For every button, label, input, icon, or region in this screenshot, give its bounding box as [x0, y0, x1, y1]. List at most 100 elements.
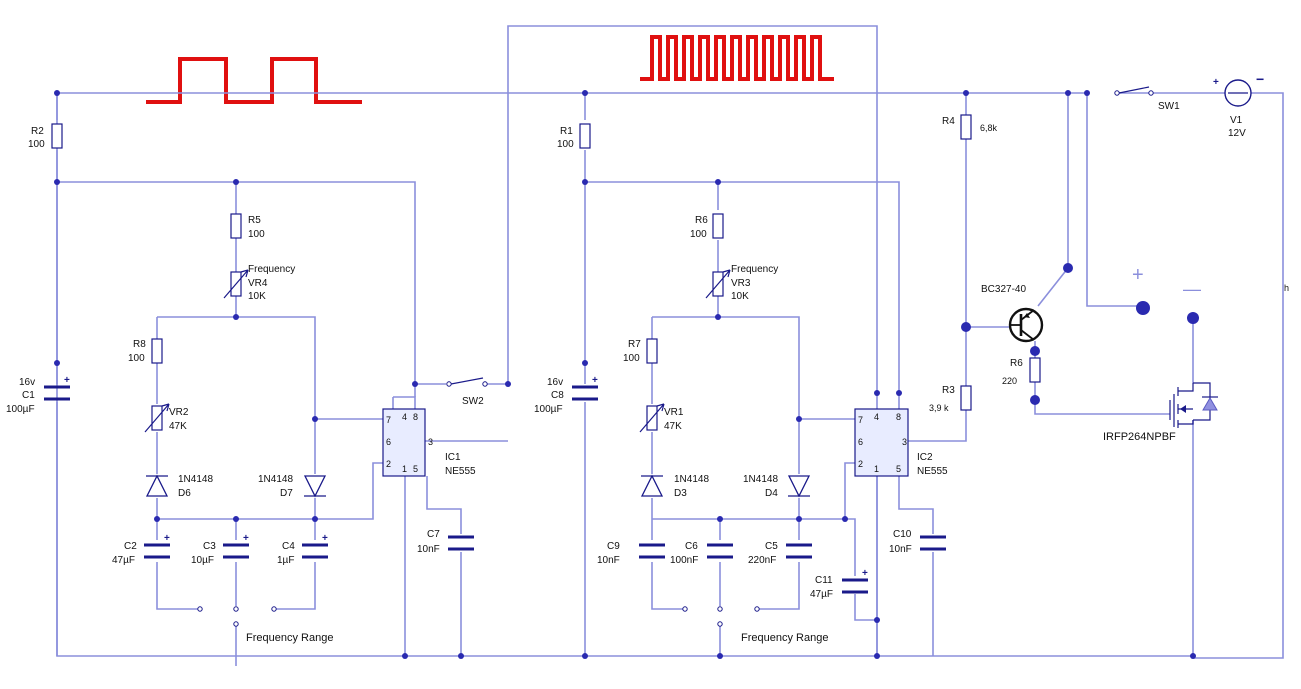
- diode-d4: 1N4148 D4: [743, 474, 811, 499]
- svg-text:+: +: [322, 533, 328, 544]
- svg-text:3,9 k: 3,9 k: [929, 403, 949, 413]
- svg-text:100µF: 100µF: [6, 404, 35, 415]
- junction-dots: [54, 90, 1199, 659]
- svg-text:100µF: 100µF: [534, 404, 563, 415]
- svg-text:IRFP264NPBF: IRFP264NPBF: [1103, 431, 1176, 443]
- svg-text:IC2: IC2: [917, 452, 933, 463]
- svg-text:3: 3: [902, 437, 907, 447]
- capacitor-c9: C9 10nF: [597, 541, 665, 566]
- svg-text:+: +: [64, 375, 70, 386]
- svg-text:220nF: 220nF: [748, 555, 776, 566]
- capacitor-c1: + 16v C1 100µF: [6, 375, 70, 415]
- svg-text:8: 8: [896, 412, 901, 422]
- svg-text:10µF: 10µF: [191, 555, 214, 566]
- resistor-r6-driver: R6 220: [1002, 357, 1041, 386]
- wiring: [56, 25, 1284, 666]
- svg-text:1: 1: [402, 464, 407, 474]
- svg-text:100: 100: [623, 353, 640, 364]
- svg-text:V1: V1: [1230, 115, 1243, 126]
- minus-terminal-mark: —: [1183, 279, 1201, 299]
- svg-text:+: +: [164, 533, 170, 544]
- potentiometer-vr3: Frequency VR3 10K: [705, 264, 778, 302]
- svg-text:220: 220: [1002, 376, 1017, 386]
- potentiometer-vr1: VR1 47K: [639, 403, 684, 433]
- svg-text:NE555: NE555: [917, 466, 948, 477]
- svg-text:100: 100: [128, 353, 145, 364]
- range-switch-2: Frequency Range: [682, 606, 828, 644]
- resistor-r4: R4 6,8k: [942, 114, 998, 140]
- svg-text:100: 100: [690, 229, 707, 240]
- svg-text:R6: R6: [695, 215, 708, 226]
- svg-text:VR1: VR1: [664, 407, 684, 418]
- plus-terminal-mark: +: [1132, 264, 1144, 286]
- svg-text:R2: R2: [31, 126, 44, 137]
- svg-text:C10: C10: [893, 529, 912, 540]
- svg-text:Frequency Range: Frequency Range: [246, 632, 333, 644]
- svg-text:10nF: 10nF: [889, 544, 912, 555]
- svg-text:12V: 12V: [1228, 128, 1246, 139]
- edge-mark: h: [1284, 283, 1289, 293]
- svg-text:4: 4: [874, 412, 879, 422]
- svg-text:C5: C5: [765, 541, 778, 552]
- svg-text:Frequency Range: Frequency Range: [741, 632, 828, 644]
- svg-text:+: +: [862, 568, 868, 579]
- svg-text:1: 1: [874, 464, 879, 474]
- svg-text:SW2: SW2: [462, 396, 484, 407]
- resistor-r8: R8 100: [128, 338, 163, 364]
- diode-d7: 1N4148 D7: [258, 474, 327, 499]
- svg-text:1N4148: 1N4148: [258, 474, 293, 485]
- svg-text:10nF: 10nF: [597, 555, 620, 566]
- svg-text:C7: C7: [427, 529, 440, 540]
- svg-text:D3: D3: [674, 488, 687, 499]
- svg-text:C4: C4: [282, 541, 295, 552]
- svg-text:C9: C9: [607, 541, 620, 552]
- range-switch-1: Frequency Range: [197, 606, 333, 644]
- svg-text:+: +: [1213, 77, 1219, 88]
- svg-text:Frequency: Frequency: [731, 264, 778, 275]
- svg-text:1N4148: 1N4148: [178, 474, 213, 485]
- diode-d6: 1N4148 D6: [145, 474, 213, 499]
- svg-text:2: 2: [858, 459, 863, 469]
- svg-text:C1: C1: [22, 390, 35, 401]
- resistor-r7: R7 100: [623, 338, 658, 364]
- svg-text:10K: 10K: [731, 291, 749, 302]
- capacitor-c11: + C11 47µF: [810, 568, 868, 600]
- svg-text:1N4148: 1N4148: [674, 474, 709, 485]
- svg-text:C3: C3: [203, 541, 216, 552]
- svg-text:D7: D7: [280, 488, 293, 499]
- svg-text:100: 100: [248, 229, 265, 240]
- svg-text:+: +: [243, 533, 249, 544]
- svg-text:R4: R4: [942, 116, 955, 127]
- svg-text:C8: C8: [551, 390, 564, 401]
- svg-text:47K: 47K: [664, 421, 682, 432]
- capacitor-c7: C7 10nF: [417, 529, 474, 555]
- svg-text:R1: R1: [560, 126, 573, 137]
- svg-text:6: 6: [858, 437, 863, 447]
- svg-text:D4: D4: [765, 488, 778, 499]
- svg-text:1N4148: 1N4148: [743, 474, 778, 485]
- svg-text:7: 7: [386, 415, 391, 425]
- switch-sw1: SW1: [1114, 86, 1180, 112]
- resistor-r2: R2 100: [28, 123, 63, 150]
- voltage-source-v1: + − V1 12V: [1213, 71, 1264, 139]
- svg-text:R5: R5: [248, 215, 261, 226]
- svg-text:6,8k: 6,8k: [980, 123, 998, 133]
- svg-text:Frequency: Frequency: [248, 264, 295, 275]
- svg-text:VR4: VR4: [248, 278, 268, 289]
- svg-text:5: 5: [896, 464, 901, 474]
- resistor-r3: R3 3,9 k: [929, 385, 972, 413]
- svg-text:100: 100: [28, 139, 45, 150]
- capacitor-c3: + C3 10µF: [191, 533, 249, 566]
- resistor-r5: R5 100: [230, 213, 265, 240]
- svg-text:16v: 16v: [547, 377, 563, 388]
- resistor-r1: R1 100: [557, 123, 591, 150]
- potentiometer-vr4: Frequency VR4 10K: [223, 264, 295, 302]
- svg-text:7: 7: [858, 415, 863, 425]
- transistor-bc327: BC327-40: [981, 284, 1044, 343]
- capacitor-c10: C10 10nF: [889, 529, 946, 555]
- fast-square-wave: [640, 35, 834, 81]
- svg-text:16v: 16v: [19, 377, 35, 388]
- svg-text:R6: R6: [1010, 358, 1023, 369]
- capacitor-c5: C5 220nF: [748, 541, 812, 566]
